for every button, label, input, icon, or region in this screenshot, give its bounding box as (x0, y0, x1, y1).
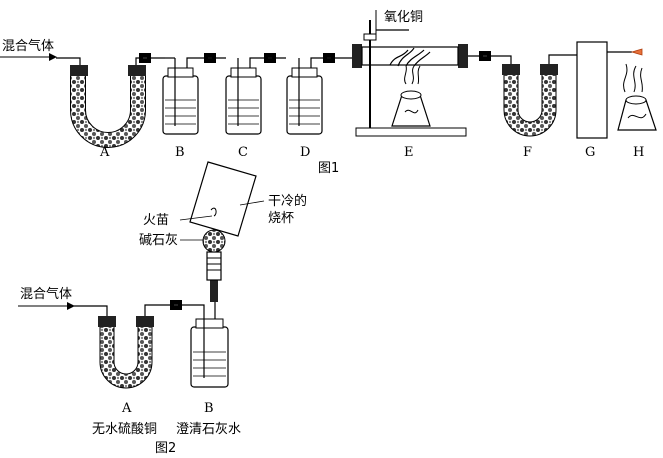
combustion-tube-e (352, 10, 500, 137)
fig2-substance-b: 澄清石灰水 (176, 422, 241, 437)
flame-leader (179, 215, 213, 221)
fig1-letter-f: F (523, 145, 532, 160)
fig1-caption: 图1 (318, 161, 339, 176)
fig1-letter-a: A (99, 145, 110, 160)
fig1-letter-d: D (300, 145, 310, 160)
fig2-beaker-line1: 干冷的 (268, 193, 307, 209)
fig2-substance-a: 无水硫酸铜 (92, 422, 157, 437)
figure-1: 混合气体 A B (0, 10, 657, 176)
cold-beaker (189, 161, 257, 237)
fig1-letter-g: G (585, 145, 595, 160)
drying-tube (202, 212, 226, 302)
fig1-letter-h: H (633, 145, 644, 160)
fig1-letter-c: C (238, 145, 248, 160)
burner-h (617, 48, 657, 131)
beaker-leader (239, 200, 265, 206)
wash-bottle-b (162, 57, 226, 135)
fig2-soda-lime-label: 碱石灰 (139, 233, 178, 248)
fig2-letter-b: B (204, 401, 214, 416)
u-tube-f (500, 54, 577, 137)
box-g (576, 41, 608, 139)
fig2-letter-a: A (121, 401, 132, 416)
fig1-top-label: 氧化铜 (384, 10, 423, 25)
fig1-letter-b: B (175, 145, 185, 160)
fig2-beaker-line2: 烧杯 (268, 211, 294, 226)
wash-bottle-c (225, 57, 286, 135)
fig2-u-tube-a (74, 304, 180, 389)
fig1-inlet-label: 混合气体 (2, 38, 54, 54)
fig2-wash-bottle-b (180, 282, 229, 388)
fig2-flame-label: 火苗 (143, 213, 169, 228)
figure-2: 混合气体 A B (18, 161, 307, 456)
u-tube-a (56, 57, 165, 148)
fig2-inlet-label: 混合气体 (20, 286, 72, 302)
fig1-letter-e: E (404, 145, 414, 160)
fig2-caption: 图2 (155, 441, 176, 456)
wash-bottle-d (286, 57, 356, 135)
